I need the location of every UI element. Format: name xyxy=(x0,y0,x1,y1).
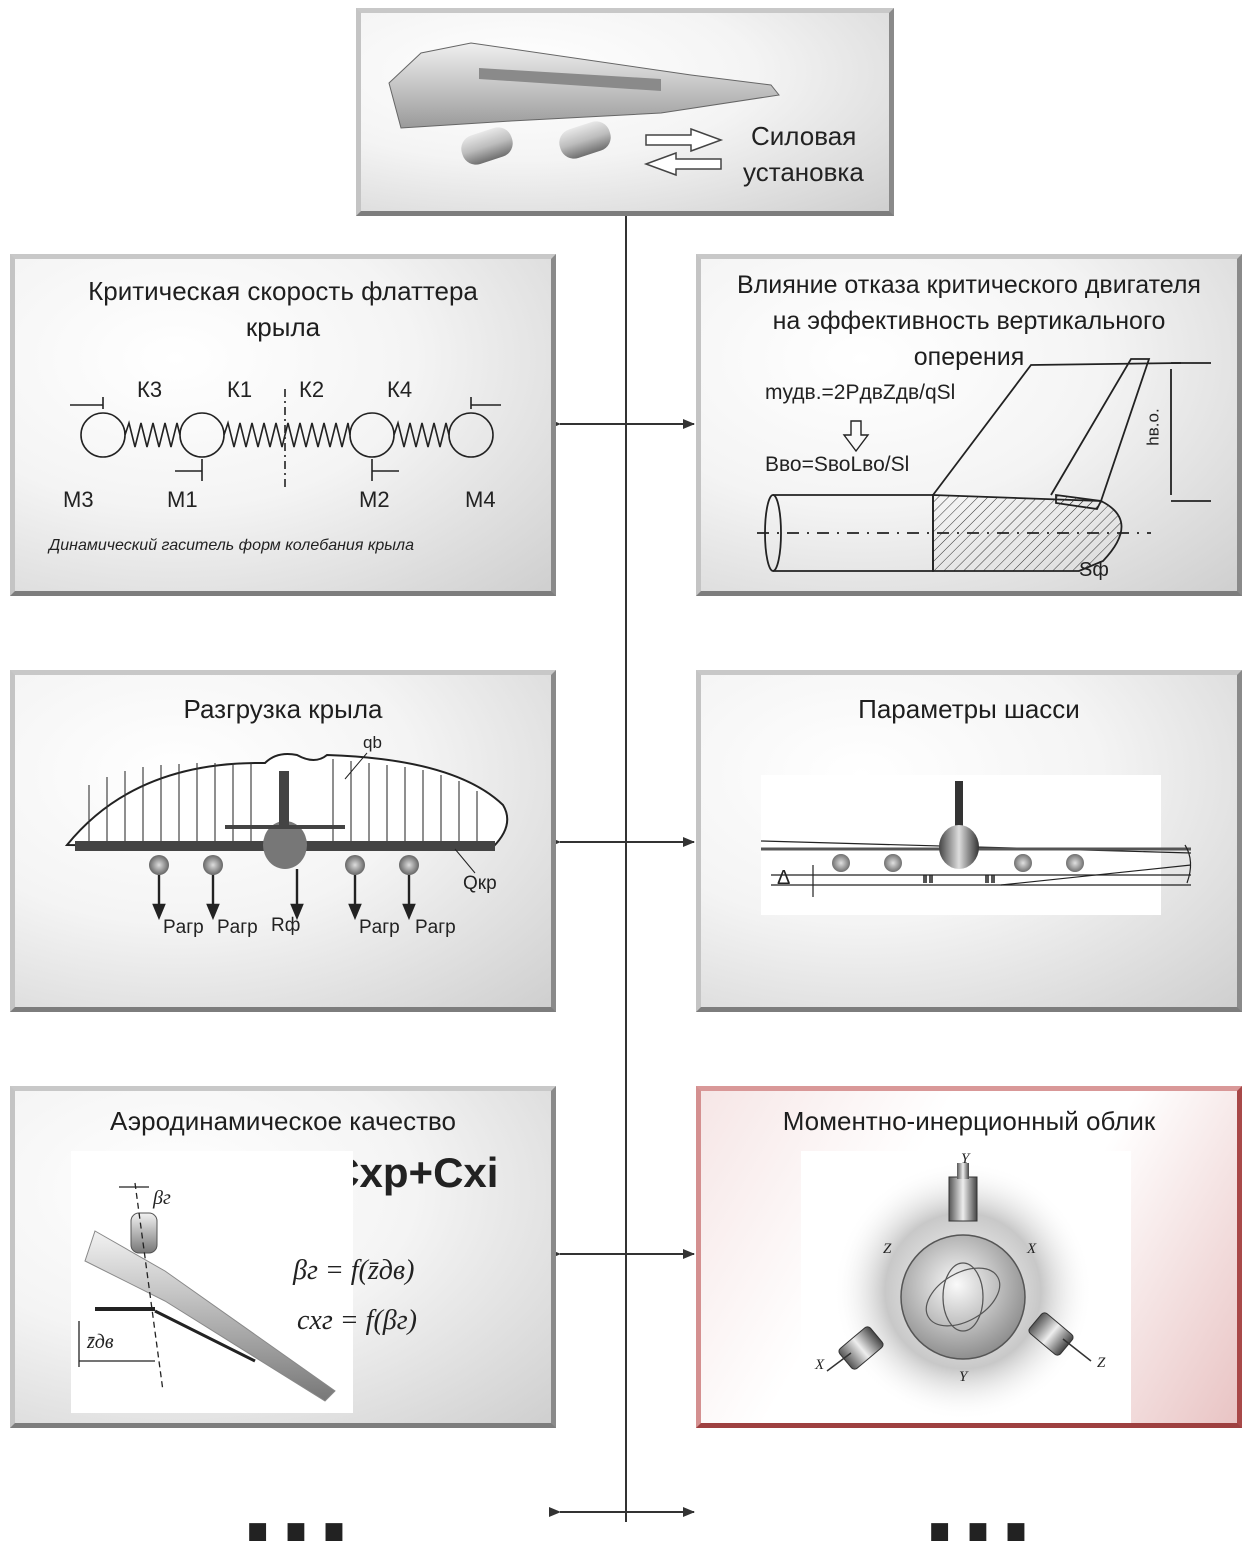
axis-x-bottom: X xyxy=(815,1357,825,1373)
q-label: qb xyxy=(363,733,382,752)
axis-x-right: X xyxy=(1027,1241,1037,1257)
spring-mass-diagram xyxy=(70,389,501,489)
flutter-title-2: крыла xyxy=(245,312,321,342)
wing-unloading-panel: Разгрузка крыла xyxy=(10,670,556,1012)
flutter-caption: Динамический гаситель форм колебания кры… xyxy=(49,537,414,554)
flutter-panel: Критическая скорость флаттера крыла К3 К… xyxy=(10,254,556,596)
spring-k2: К2 xyxy=(299,377,325,402)
power-plant-label-1: Силовая xyxy=(751,121,857,151)
m-equation: mудв.=2PдвZдв/qSl xyxy=(765,381,956,404)
spring-k3: К3 xyxy=(137,377,163,402)
spring-k1: К1 xyxy=(227,377,253,402)
s-label: Sф xyxy=(1079,559,1109,581)
axis-z-bottom: Z xyxy=(1097,1355,1106,1371)
spring-k4: К4 xyxy=(387,377,413,402)
power-plant-label-2: установка xyxy=(743,157,864,187)
mass-m1: М1 xyxy=(167,487,198,512)
power-plant-panel: Силовая установка xyxy=(356,8,894,216)
aircraft-front-diagram xyxy=(760,775,1192,915)
load-label-5: Pагр xyxy=(415,917,456,938)
aero-eq2: cxг = f(βг) xyxy=(297,1305,417,1336)
engine-failure-title-2: на эффективность вертикального xyxy=(772,307,1166,335)
landing-gear-panel: Параметры шасси Δ xyxy=(696,670,1242,1012)
Q-label: Qкр xyxy=(463,873,497,894)
b-equation: Bво=SвоLво/Sl xyxy=(765,453,910,476)
load-label-2: Pагр xyxy=(217,917,258,938)
inertia-panel: Моментно-инерционный облик Y Z X X Y Z xyxy=(696,1086,1242,1428)
load-label-1: Pагр xyxy=(163,917,204,938)
mass-m3: М3 xyxy=(63,487,94,512)
mass-m4: М4 xyxy=(465,487,496,512)
connector-lines xyxy=(549,214,695,1522)
engine-failure-panel: Влияние отказа критического двигателя на… xyxy=(696,254,1242,596)
engine-failure-title-1: Влияние отказа критического двигателя xyxy=(737,271,1201,299)
continuation-right: … xyxy=(918,1433,1042,1567)
aero-eq1: βг = f(z̄дв) xyxy=(293,1255,415,1286)
delta-label: Δ xyxy=(777,867,791,889)
axis-z-left: Z xyxy=(883,1241,892,1257)
inertia-title: Моментно-инерционный облик xyxy=(782,1106,1156,1136)
flutter-title-1: Критическая скорость флаттера xyxy=(88,276,478,306)
beta-label: βг xyxy=(153,1187,171,1209)
aero-title: Аэродинамическое качество xyxy=(110,1106,456,1136)
landing-gear-title: Параметры шасси xyxy=(858,694,1080,724)
winglet-diagram xyxy=(71,1151,353,1413)
axis-y-bottom: Y xyxy=(959,1369,968,1385)
unloading-title: Разгрузка крыла xyxy=(183,694,383,724)
z-label: z̄дв xyxy=(87,1331,114,1353)
load-label-4: Pагр xyxy=(359,917,400,938)
wing-engines-drawing xyxy=(388,42,780,177)
axis-y-top: Y xyxy=(961,1151,970,1167)
load-label-3: Rф xyxy=(271,915,301,936)
wing-load-diagram xyxy=(64,752,509,921)
h-label: hв.о. xyxy=(1143,408,1163,446)
engine-failure-title-3: оперения xyxy=(913,343,1025,371)
inertia-sphere-diagram xyxy=(801,1151,1131,1423)
aero-quality-panel: Аэродинамическое качество Cx=Cxp+Cxi βг … xyxy=(10,1086,556,1428)
mass-m2: М2 xyxy=(359,487,390,512)
tail-diagram xyxy=(757,358,1211,572)
continuation-left: … xyxy=(236,1433,360,1567)
